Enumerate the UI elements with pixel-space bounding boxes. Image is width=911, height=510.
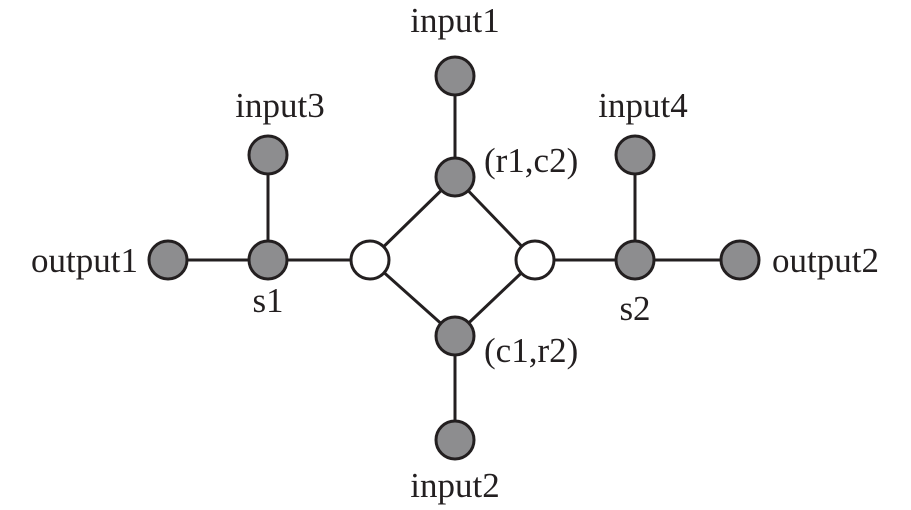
labels: input1 input2 input3 input4 output1 outp…	[31, 1, 879, 505]
label-output2: output2	[772, 241, 879, 280]
node-input2	[434, 419, 476, 461]
label-c1r2: (c1,r2)	[484, 331, 578, 370]
node-s1	[247, 239, 289, 281]
node-input3	[247, 134, 289, 176]
node-switch-left	[349, 239, 391, 281]
node-input1	[434, 55, 476, 97]
label-s1: s1	[252, 281, 283, 320]
node-s2	[614, 239, 656, 281]
label-output1: output1	[31, 241, 138, 280]
nodes	[147, 55, 761, 461]
node-r1c2	[434, 156, 476, 198]
node-c1r2	[434, 315, 476, 357]
node-input4	[614, 134, 656, 176]
label-s2: s2	[619, 289, 650, 328]
label-input2: input2	[410, 466, 499, 505]
node-switch-right	[514, 239, 556, 281]
label-input3: input3	[235, 86, 324, 125]
label-input1: input1	[410, 1, 499, 40]
label-input4: input4	[598, 86, 687, 125]
node-output2	[719, 239, 761, 281]
node-output1	[147, 239, 189, 281]
label-r1c2: (r1,c2)	[484, 141, 578, 180]
